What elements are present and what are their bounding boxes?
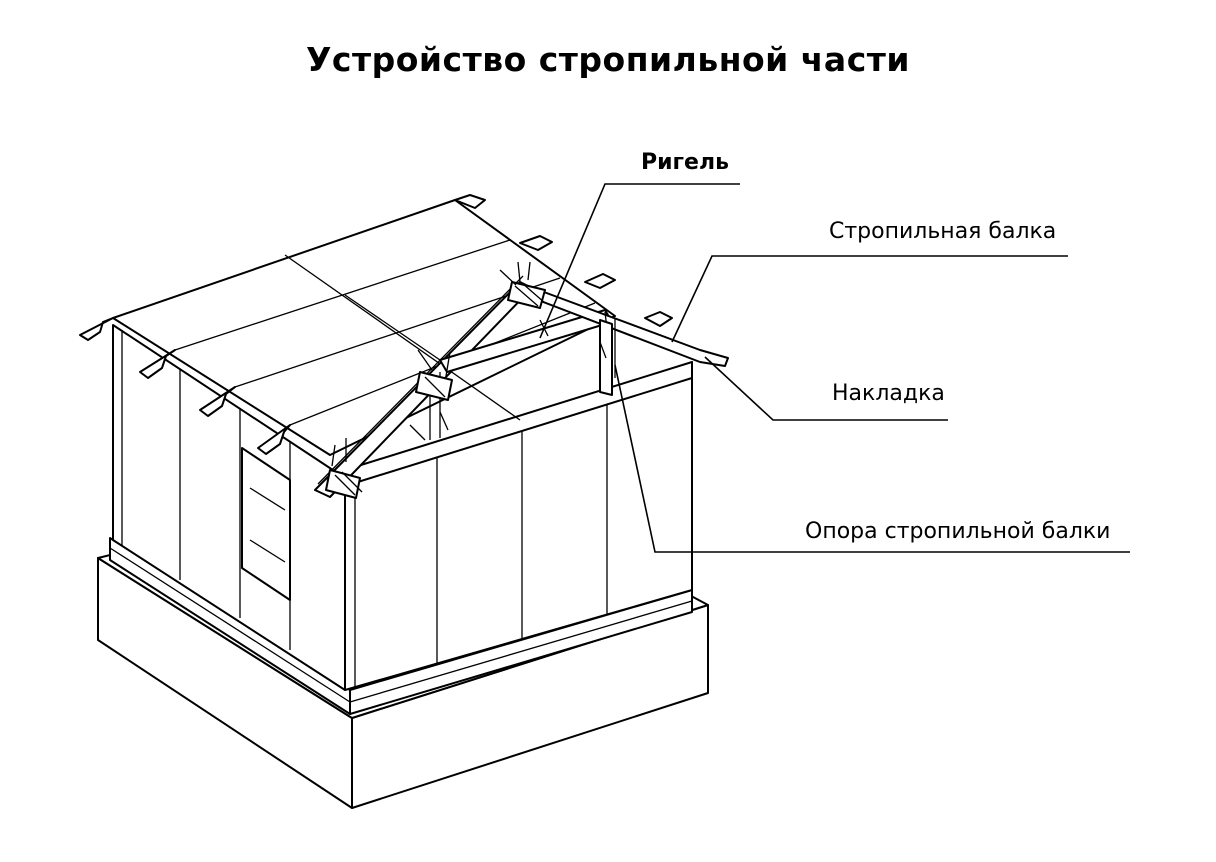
leader-lines xyxy=(539,183,1130,553)
overlay-plates xyxy=(325,281,546,499)
nails xyxy=(331,261,607,467)
label-rigel: Ригель xyxy=(641,150,729,175)
diagram-title: Устройство стропильной части xyxy=(305,40,911,79)
sill-plates xyxy=(109,537,693,715)
label-rafter-beam: Стропильная балка xyxy=(829,219,1057,244)
label-overlay: Накладка xyxy=(832,381,945,406)
label-rafter-support: Опора стропильной балки xyxy=(805,519,1111,544)
rafter-tails xyxy=(79,194,673,455)
